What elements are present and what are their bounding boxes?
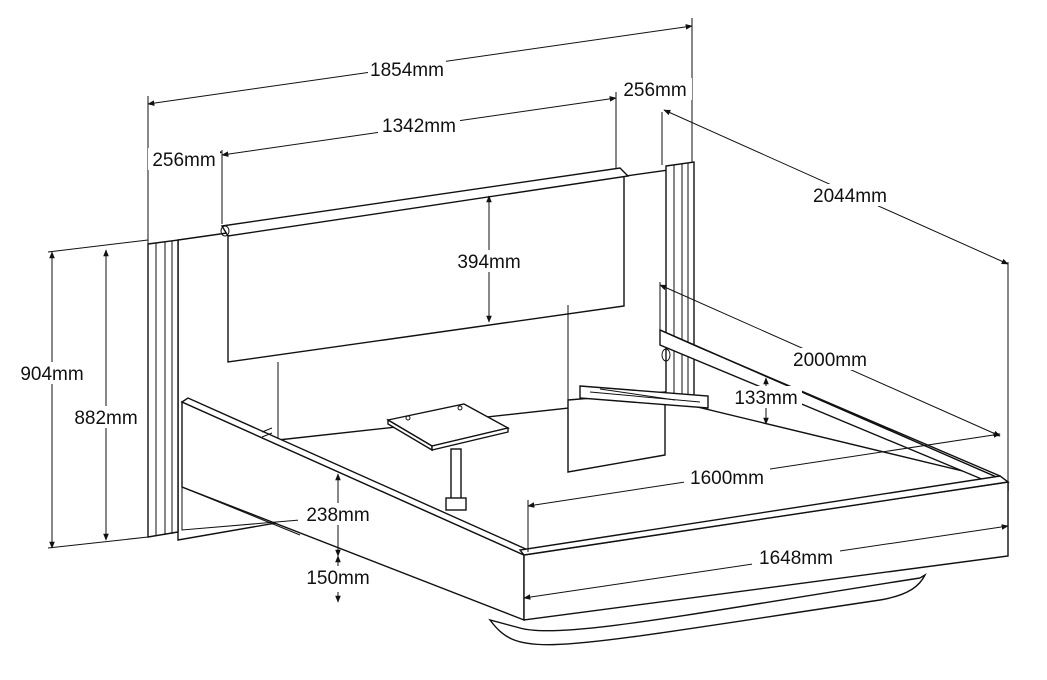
dim-total-length: 2044mm [661,109,1009,482]
dim-frame-width: 1648mm [523,524,1009,600]
label-side-post-left: 256mm [152,150,215,171]
dim-headboard-height: 394mm [450,195,528,323]
label-side-post-right: 256mm [623,80,686,101]
dim-side-post-right: 256mm [620,78,692,101]
label-frame-height: 238mm [306,505,369,526]
label-total-length: 2044mm [813,186,887,207]
label-rail-height: 133mm [734,388,797,409]
dim-post-height: 882mm [68,249,144,541]
label-frame-width: 1648mm [759,548,833,569]
dim-overall-width: 1854mm [147,18,693,244]
label-headboard-width: 1342mm [382,116,456,137]
dim-headboard-width: 1342mm [221,92,617,224]
headboard-panel [220,167,630,363]
dim-mattress-length: 2000mm [659,282,1001,437]
dim-side-post-left: 256mm [148,148,223,171]
dim-mattress-width: 1600mm [527,432,1001,552]
label-mattress-width: 1600mm [690,468,764,489]
left-post [147,239,179,538]
dim-rail-height: 133mm [730,377,802,425]
label-overall-width: 1854mm [370,60,444,81]
label-clearance: 150mm [306,568,369,589]
label-total-height: 904mm [20,364,83,385]
dim-frame-height: 238mm [298,473,378,557]
dim-total-height: 904mm [14,239,149,549]
label-post-height: 882mm [74,408,137,429]
label-headboard-height: 394mm [457,252,520,273]
label-mattress-length: 2000mm [793,350,867,371]
dim-clearance: 150mm [298,555,378,603]
center-support [386,403,510,511]
